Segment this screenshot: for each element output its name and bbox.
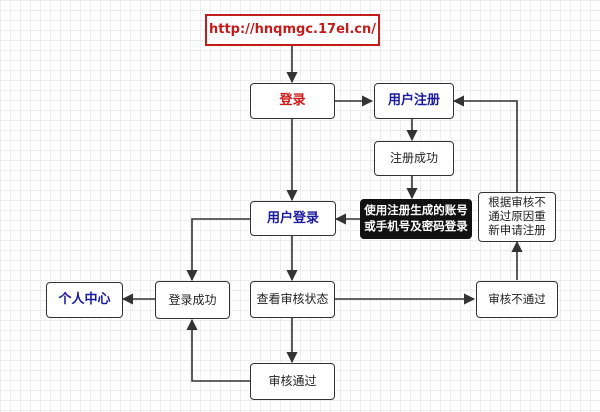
arrow-reapply-to-user-register (452, 95, 518, 192)
check-status-label: 查看审核状态 (256, 292, 329, 307)
login-success-node: 登录成功 (155, 281, 230, 319)
review-passed-node: 审核通过 (250, 363, 335, 400)
review-failed-label: 审核不通过 (488, 291, 546, 306)
user-register-label: 用户注册 (387, 93, 440, 109)
url-label: http://hnqmgc.17el.cn/ (208, 22, 376, 38)
url-node: http://hnqmgc.17el.cn/ (205, 14, 380, 46)
review-passed-label: 审核通过 (268, 374, 317, 389)
arrow-review-passed-to-login-success (186, 318, 250, 382)
login-success-label: 登录成功 (168, 292, 217, 307)
personal-center-node: 个人中心 (46, 282, 123, 318)
use-account-node: 使用注册生成的账号 或手机号及密码登录 (360, 199, 472, 239)
register-success-node: 注册成功 (374, 141, 454, 176)
user-login-node: 用户登录 (250, 201, 336, 236)
review-failed-node: 审核不通过 (476, 281, 558, 318)
user-login-label: 用户登录 (266, 210, 319, 226)
login-node: 登录 (250, 83, 335, 119)
use-account-label: 使用注册生成的账号 或手机号及密码登录 (364, 203, 468, 233)
reapply-label: 根据审核不 通过原因重 新申请注册 (488, 195, 546, 237)
arrow-user-login-to-login-success (186, 218, 250, 282)
user-register-node: 用户注册 (374, 83, 454, 119)
register-success-label: 注册成功 (389, 151, 438, 166)
reapply-node: 根据审核不 通过原因重 新申请注册 (478, 192, 556, 242)
personal-center-label: 个人中心 (58, 292, 111, 308)
check-status-node: 查看审核状态 (250, 281, 335, 318)
login-label: 登录 (279, 93, 306, 109)
